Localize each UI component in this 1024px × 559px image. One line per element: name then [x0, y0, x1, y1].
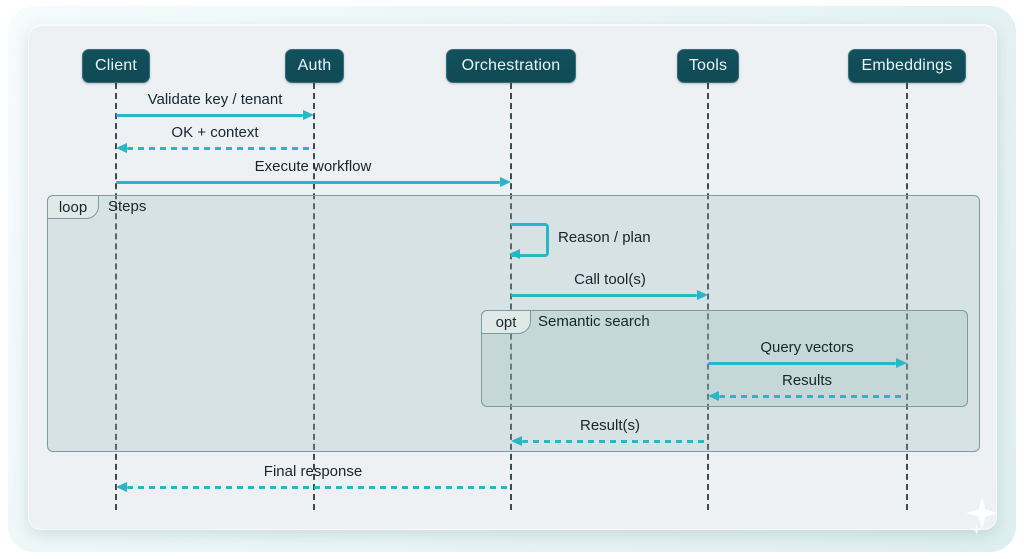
arrowhead-right-icon	[303, 109, 314, 120]
opt-frame	[481, 310, 968, 407]
arrow-line	[511, 293, 697, 297]
sparkle-icon	[966, 497, 998, 529]
arrowhead-right-icon	[500, 176, 511, 187]
lifeline-orchestration	[510, 83, 512, 510]
arrowhead-left-icon	[116, 142, 127, 153]
actor-orchestration: Orchestration	[446, 49, 576, 83]
arrow-line	[116, 113, 303, 117]
arrowhead-left-icon	[116, 481, 127, 492]
message-label: Results	[781, 372, 833, 389]
loop-frame-title: Steps	[108, 198, 147, 215]
lifeline-tools	[707, 83, 709, 510]
message-label: Validate key / tenant	[147, 91, 283, 108]
arrowhead-left-icon	[511, 435, 522, 446]
sparkle-icon	[971, 524, 982, 535]
message-label: Result(s)	[579, 417, 641, 434]
opt-frame-tag: opt	[481, 310, 531, 334]
arrow-line	[127, 146, 314, 150]
loop-frame	[47, 195, 980, 452]
message-label: Final response	[263, 463, 363, 480]
loop-frame-tag: loop	[47, 195, 99, 219]
lifeline-embeddings	[906, 83, 908, 510]
arrow-line	[719, 394, 907, 398]
arrow-line	[116, 180, 500, 184]
actor-tools: Tools	[677, 49, 739, 83]
actor-auth: Auth	[285, 49, 344, 83]
opt-frame-title: Semantic search	[538, 313, 650, 330]
arrow-line	[522, 439, 708, 443]
self-loop-line	[511, 223, 549, 257]
message-label: Query vectors	[760, 339, 854, 356]
message-label: Execute workflow	[254, 158, 372, 175]
actor-client: Client	[82, 49, 150, 83]
arrowhead-left-icon	[509, 248, 520, 259]
lifeline-client	[115, 83, 117, 510]
arrowhead-left-icon	[708, 390, 719, 401]
message-label: Reason / plan	[558, 229, 651, 246]
diagram-card	[28, 24, 997, 530]
arrow-line	[127, 485, 511, 489]
message-label: OK + context	[171, 124, 259, 141]
arrow-line	[708, 361, 896, 365]
message-label: Call tool(s)	[574, 271, 646, 288]
actor-embeddings: Embeddings	[848, 49, 966, 83]
arrowhead-right-icon	[697, 289, 708, 300]
arrowhead-right-icon	[896, 357, 907, 368]
lifeline-auth	[313, 83, 315, 510]
